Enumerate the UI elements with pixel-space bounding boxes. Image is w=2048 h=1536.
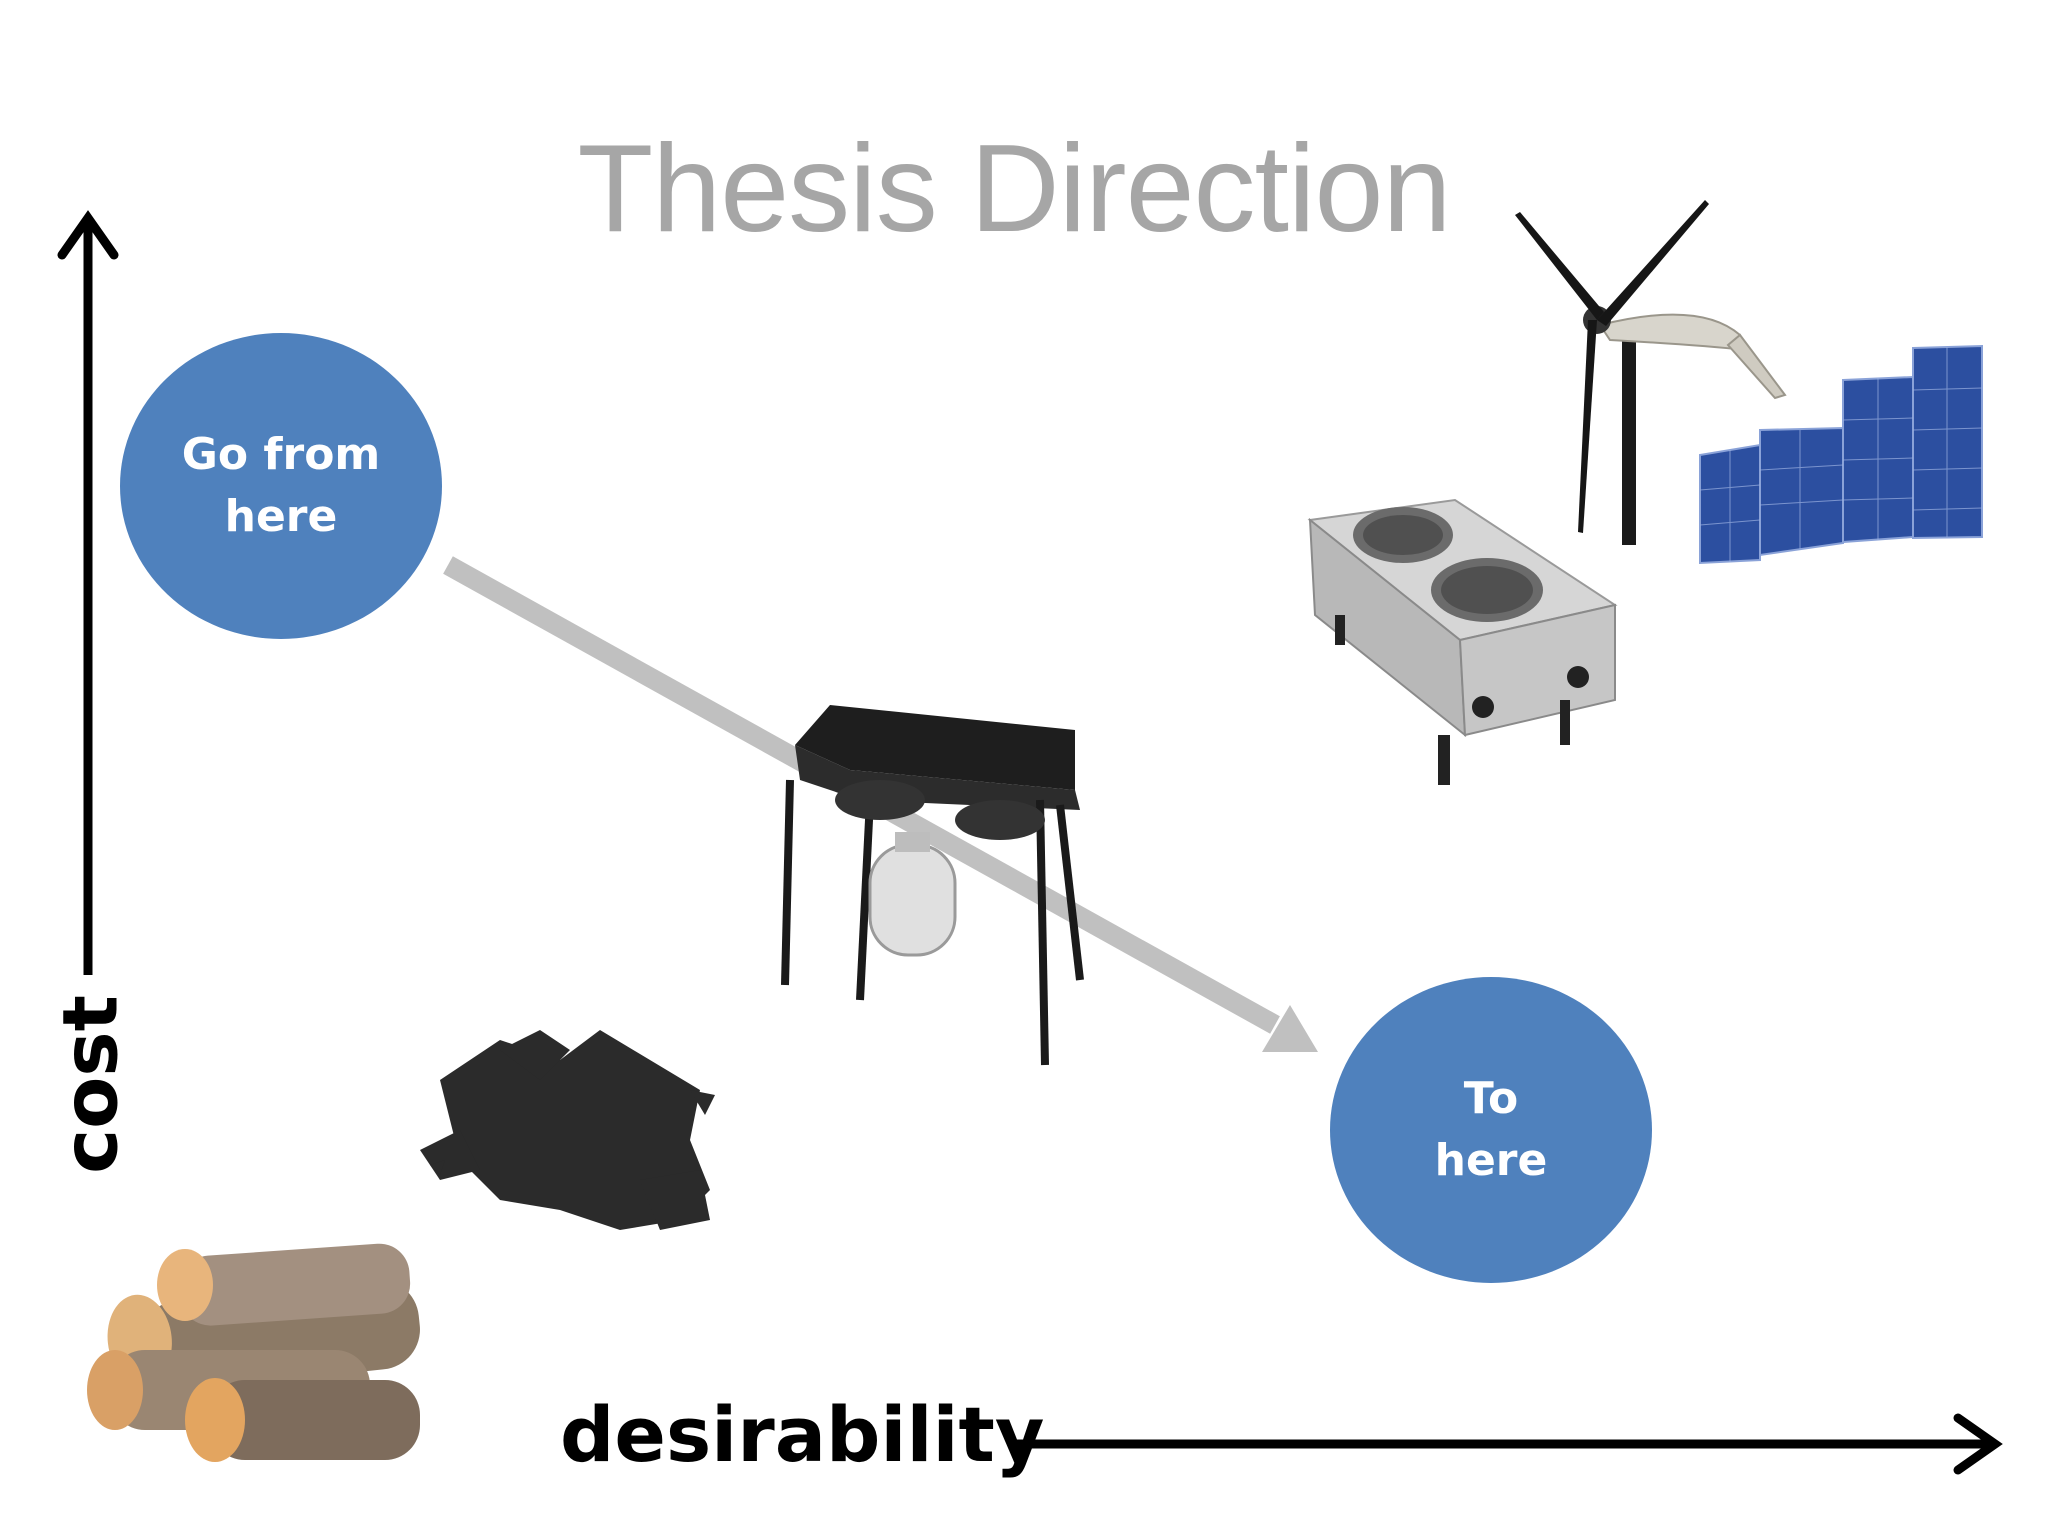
slide-title: Thesis Direction — [577, 120, 1452, 258]
firewood-icon — [87, 1243, 420, 1462]
wind-turbine-icon — [1515, 200, 1787, 545]
electric-hotplate-icon — [1307, 498, 1618, 785]
charcoal-icon — [420, 1030, 715, 1230]
propane-stove-icon — [781, 705, 1084, 1066]
start-circle: Go from here — [120, 333, 442, 639]
end-circle: To here — [1330, 977, 1652, 1283]
solar-panels-icon — [1699, 344, 1983, 565]
y-axis-label: cost — [45, 995, 135, 1174]
y-axis-arrow — [57, 210, 119, 975]
start-label: Go from here — [181, 429, 381, 542]
x-axis-arrow — [1010, 1413, 2003, 1475]
x-axis-label: desirability — [560, 1390, 1045, 1479]
end-label: To here — [1434, 1073, 1548, 1186]
